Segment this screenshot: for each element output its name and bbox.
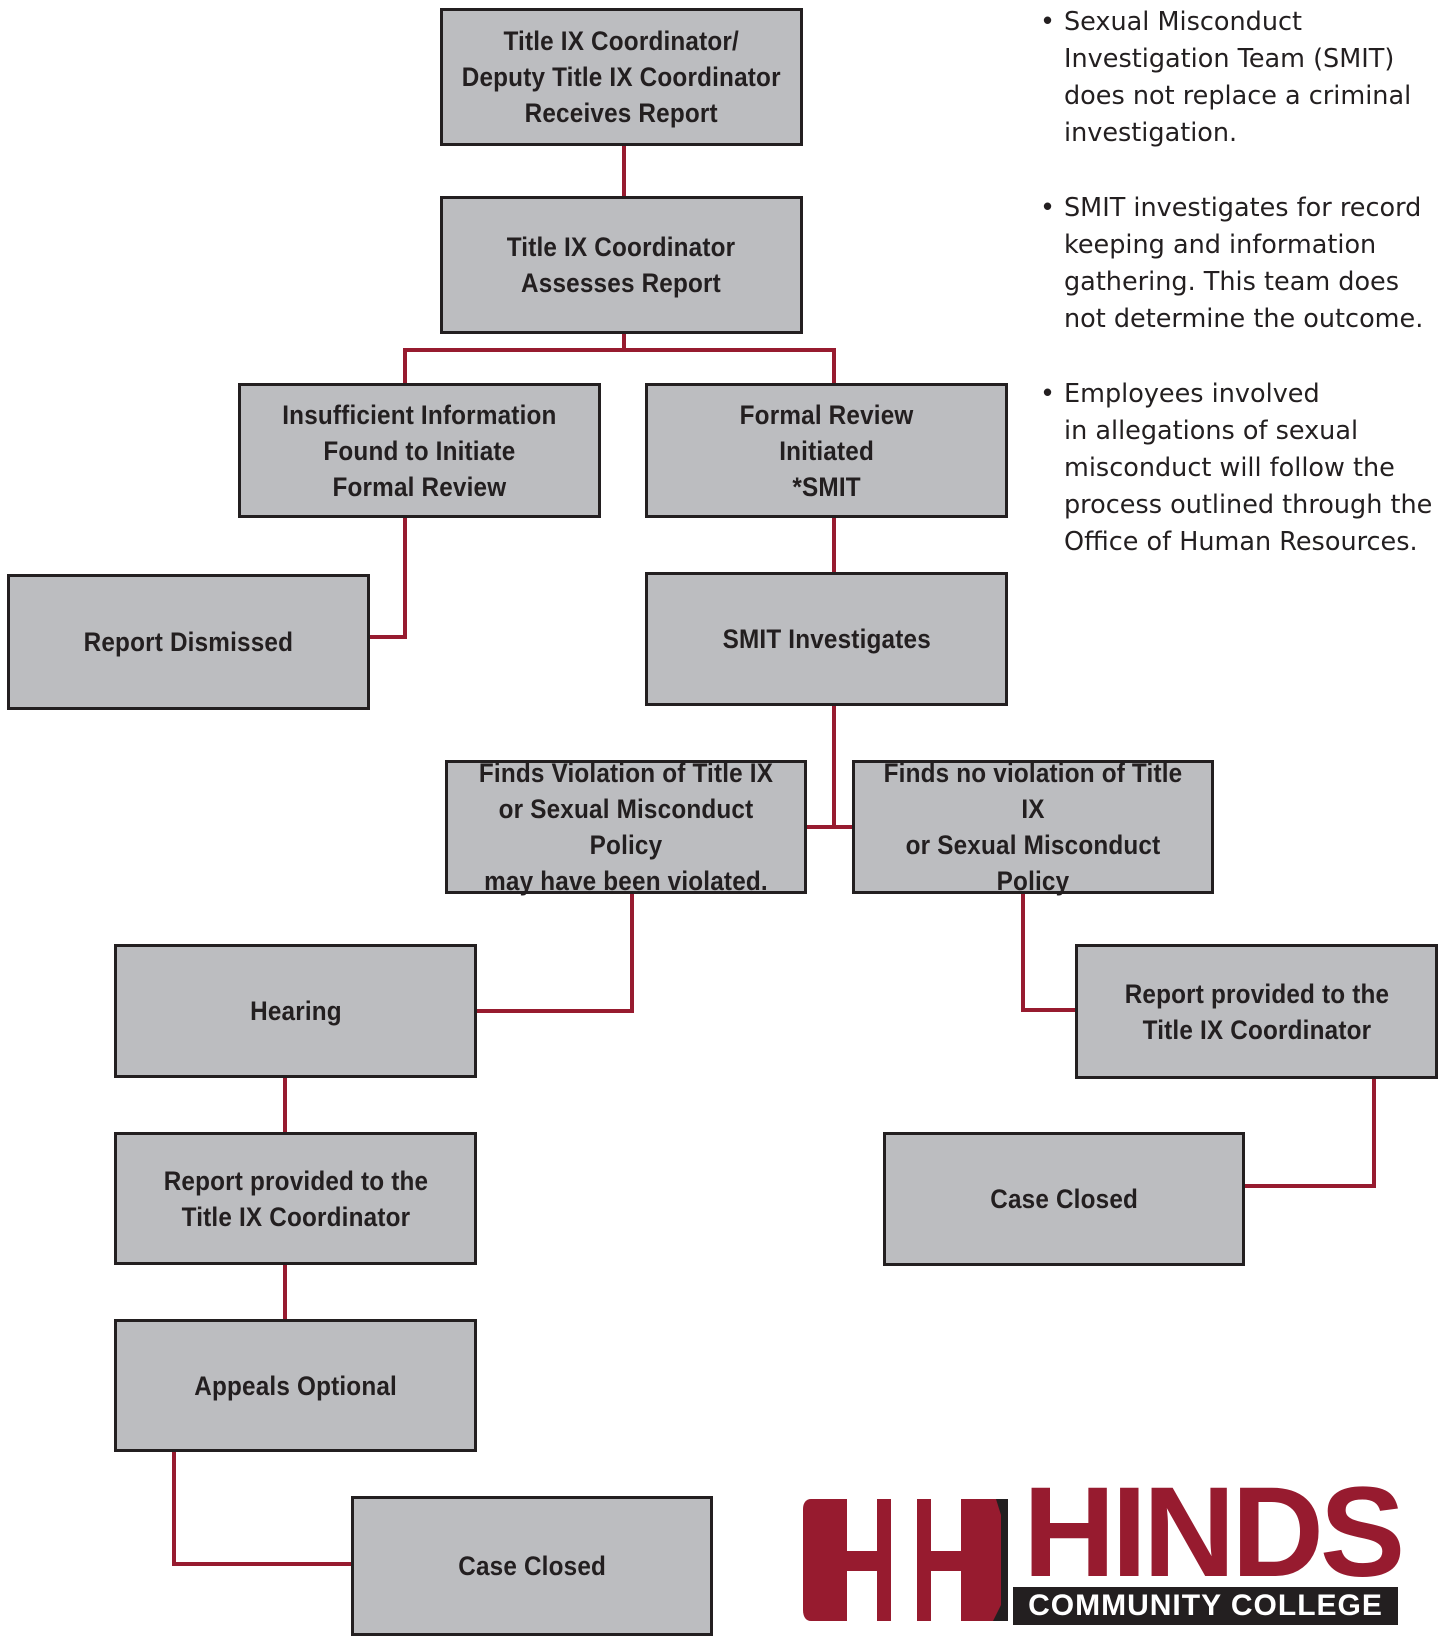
box-insufficient-information: Insufficient Information Found to Initia…	[238, 383, 601, 518]
box-report-provided-right: Report provided to the Title IX Coordina…	[1075, 944, 1438, 1079]
note-item: • SMIT investigates for record keeping an…	[1040, 190, 1440, 338]
box-appeals-optional-label: Appeals Optional	[194, 1370, 397, 1401]
connector-investigates-split	[807, 706, 855, 829]
box-appeals-optional: Appeals Optional	[114, 1319, 477, 1452]
box-case-closed-left-label: Case Closed	[458, 1551, 606, 1581]
box-case-closed-right: Case Closed	[883, 1132, 1245, 1266]
box-case-closed-left: Case Closed	[351, 1496, 713, 1636]
box-hearing: Hearing	[114, 944, 477, 1078]
box-finds-no-violation-label: Finds no violation of Title IX or Sexual…	[883, 758, 1183, 896]
hinds-h-mark-icon	[803, 1499, 1008, 1621]
bullet-icon: •	[1040, 193, 1056, 223]
box-hearing-label: Hearing	[249, 996, 342, 1026]
box-report-provided-left: Report provided to the Title IX Coordina…	[114, 1132, 477, 1265]
box-assesses-report: Title IX Coordinator Assesses Report	[440, 196, 803, 334]
box-smit-investigates-label: SMIT Investigates	[722, 624, 931, 654]
bullet-icon: •	[1040, 7, 1056, 37]
box-formal-review: Formal Review Initiated *SMIT	[645, 383, 1008, 518]
connector-appeals-closed	[172, 1452, 353, 1566]
connector-violation-hearing	[477, 894, 634, 1013]
note-text: Sexual Misconduct Investigation Team (SM…	[1064, 7, 1412, 148]
connector-report-closed-right	[1245, 1079, 1376, 1188]
box-receives-report-label: Title IX Coordinator/ Deputy Title IX Co…	[462, 26, 781, 128]
connector-assesses-split	[403, 334, 836, 383]
box-finds-no-violation: Finds no violation of Title IX or Sexual…	[852, 758, 1214, 896]
box-report-dismissed-label: Report Dismissed	[83, 627, 294, 657]
box-finds-violation: Finds Violation of Title IX or Sexual Mi…	[445, 758, 807, 896]
box-formal-review-label: Formal Review Initiated *SMIT	[739, 399, 914, 502]
box-case-closed-right-label: Case Closed	[990, 1184, 1138, 1214]
note-item: • Sexual Misconduct Investigation Team (S…	[1040, 4, 1440, 152]
notes-list: • Sexual Misconduct Investigation Team (S…	[1040, 4, 1440, 599]
box-receives-report: Title IX Coordinator/ Deputy Title IX Co…	[440, 8, 803, 146]
hinds-wordmark: HINDS	[1023, 1461, 1405, 1604]
connector-insufficient-dismissed	[370, 518, 407, 639]
box-insufficient-information-label: Insufficient Information Found to Initia…	[282, 399, 557, 502]
box-finds-violation-label: Finds Violation of Title IX or Sexual Mi…	[478, 758, 774, 896]
connector-noviolation-report	[1021, 894, 1077, 1012]
box-report-provided-right-label: Report provided to the Title IX Coordina…	[1124, 978, 1389, 1045]
note-text: SMIT investigates for record keeping and…	[1064, 193, 1424, 334]
bullet-icon: •	[1040, 379, 1056, 409]
hinds-logo: HINDS COMMUNITY COLLEGE	[803, 1469, 1423, 1625]
box-report-provided-left-label: Report provided to the Title IX Coordina…	[163, 1165, 428, 1232]
box-smit-investigates: SMIT Investigates	[645, 572, 1008, 706]
box-assesses-report-label: Title IX Coordinator Assesses Report	[507, 232, 736, 298]
note-text: Employees involved in allegations of sex…	[1064, 379, 1433, 557]
note-item: • Employees involved in allegations of se…	[1040, 376, 1440, 561]
box-report-dismissed: Report Dismissed	[7, 574, 370, 710]
community-college-banner: COMMUNITY COLLEGE	[1013, 1587, 1398, 1625]
